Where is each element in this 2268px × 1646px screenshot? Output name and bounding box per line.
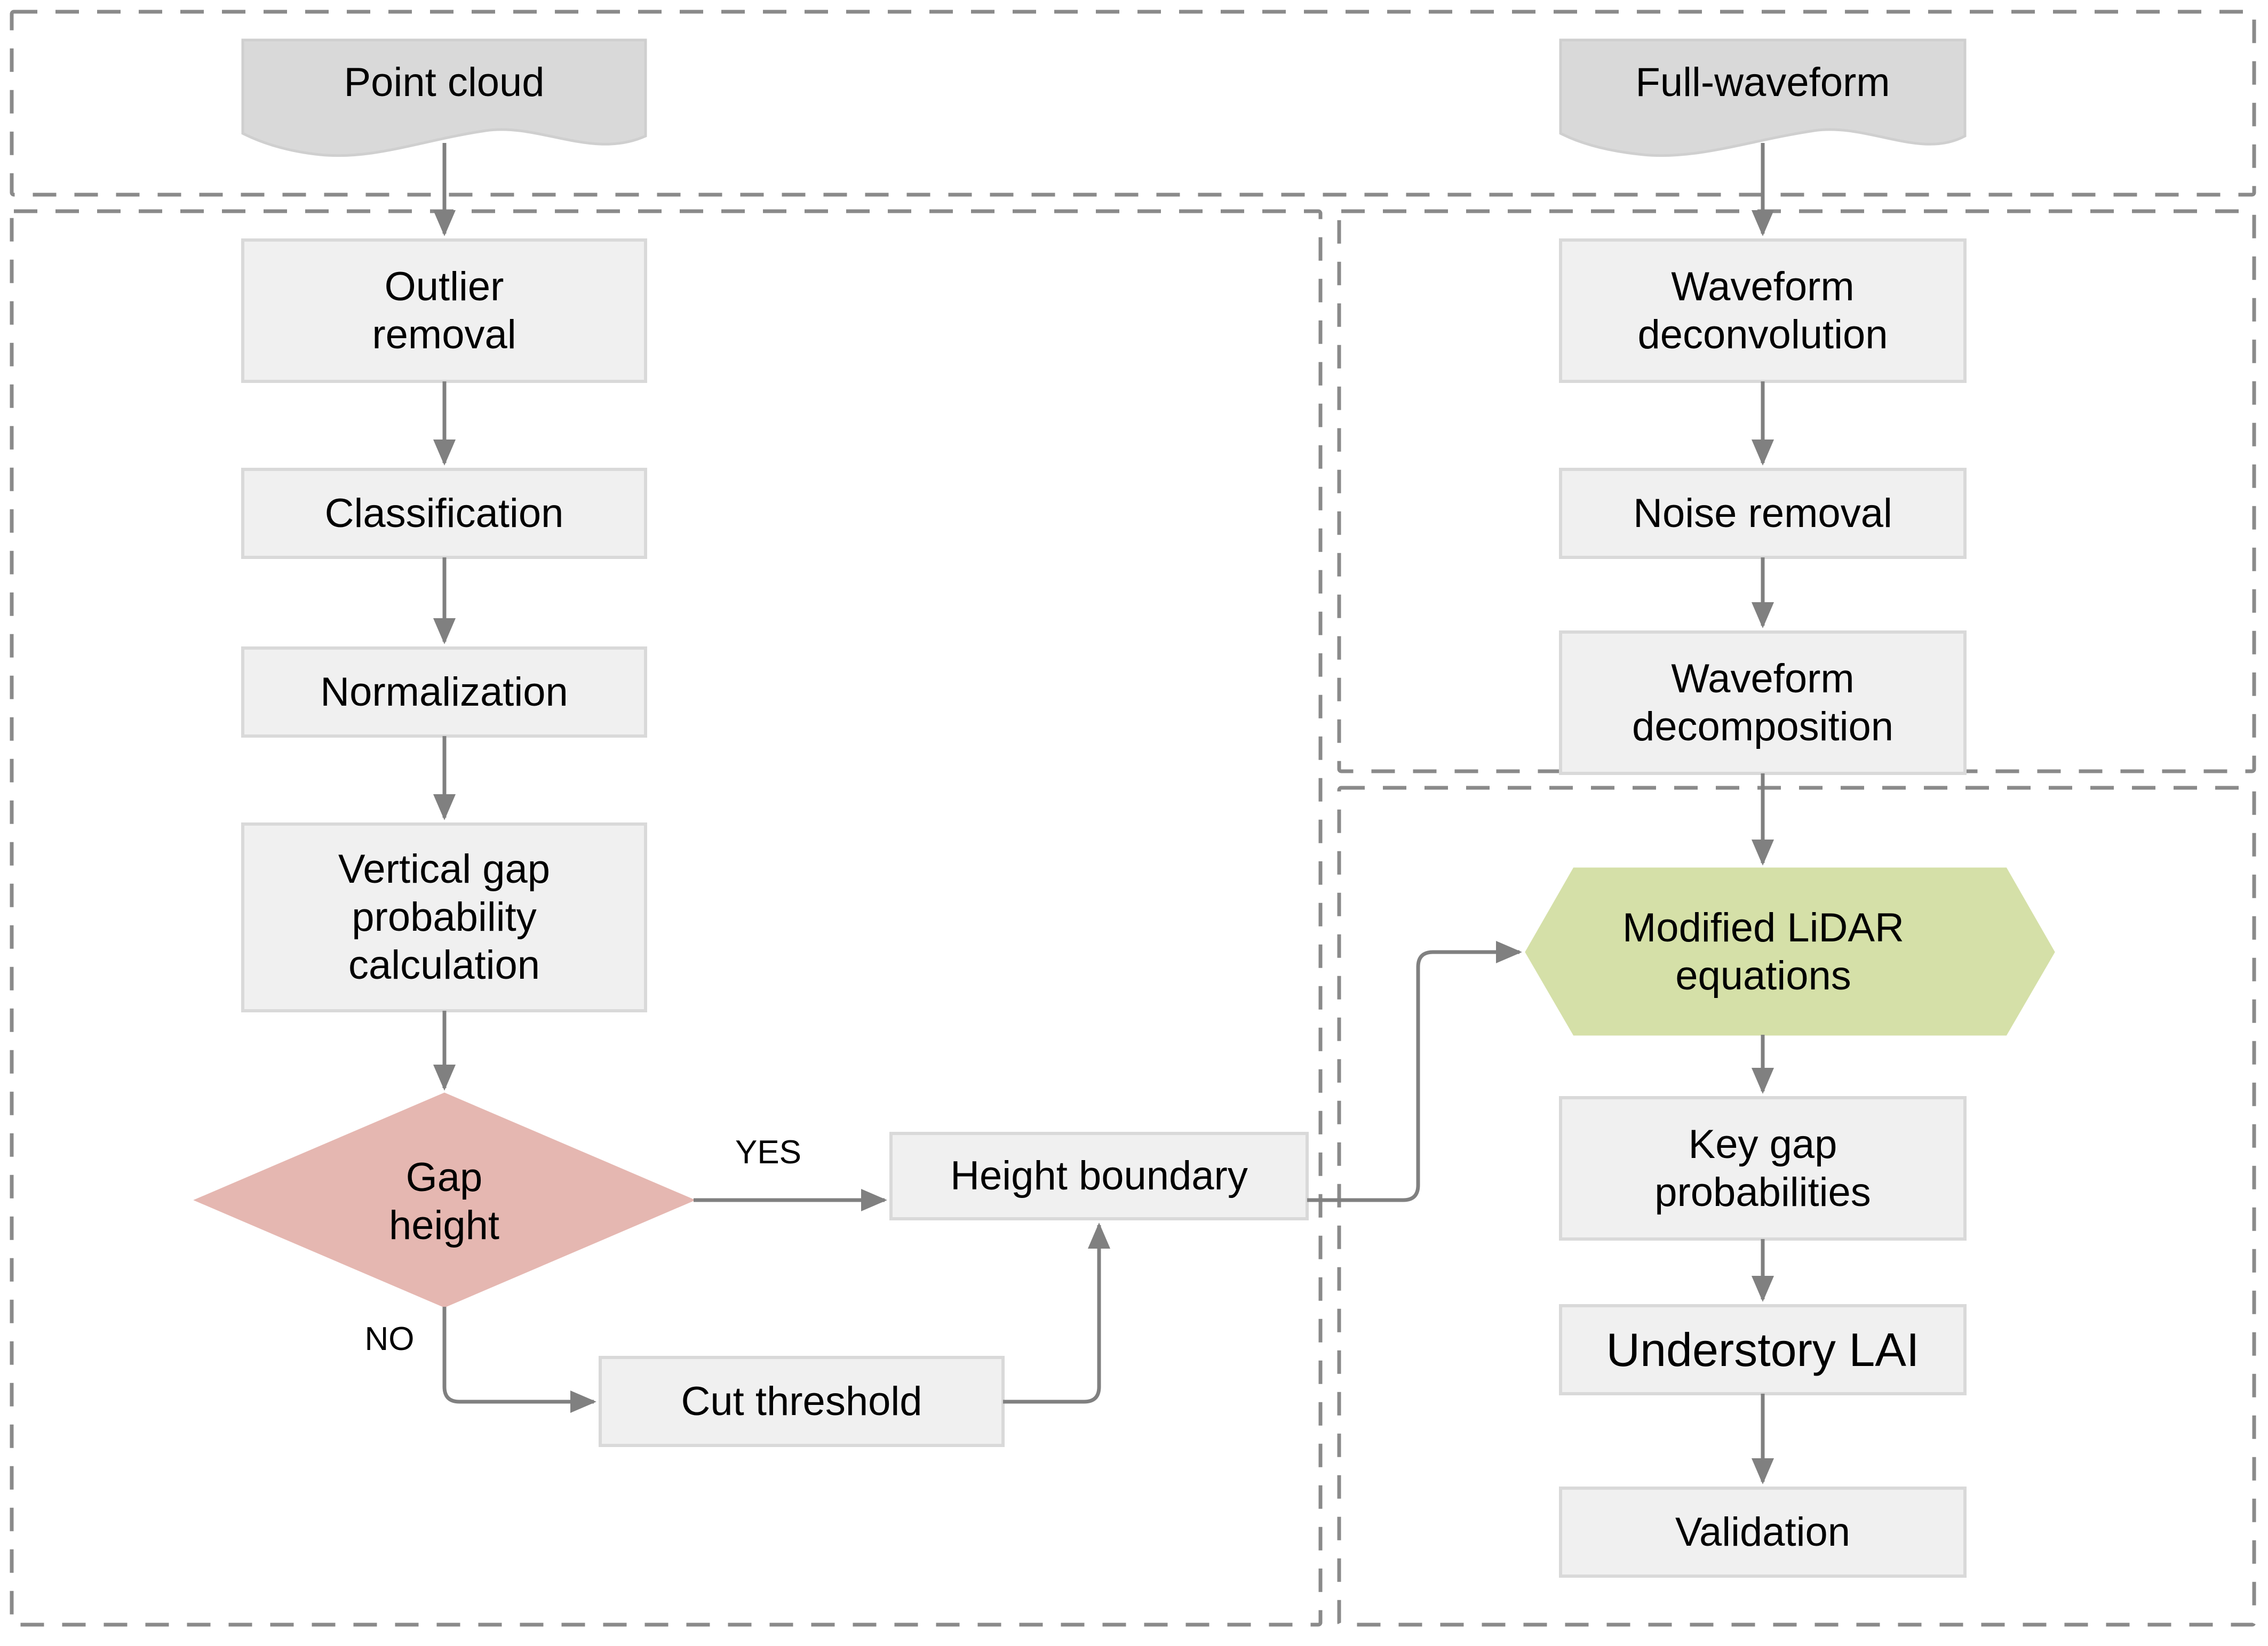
node-classification[interactable] [243,469,646,557]
node-validation[interactable] [1561,1488,1965,1576]
node-key-gap-probabilities[interactable] [1561,1098,1965,1239]
edge-height-boundary-to-modified-lidar-equations [1307,940,1522,1202]
edge-cut-threshold-to-height-boundary [1003,1222,1111,1404]
node-gap-height-decision[interactable] [195,1093,694,1307]
point-cloud-shape [241,38,647,157]
full-waveform-shape [1559,38,1967,157]
vertical-gap-shape [241,822,647,1012]
node-full-waveform[interactable] [1561,40,1965,155]
node-outlier-removal[interactable] [243,240,646,381]
waveform-decomposition-shape [1559,630,1967,775]
node-cut-threshold[interactable] [600,1357,1003,1445]
understory-lai-shape [1559,1304,1967,1395]
panel-data-sources [10,10,2256,197]
edge-label-no: NO [364,1320,415,1357]
modified-lidar-equations-shape [1525,867,2055,1036]
node-waveform-deconvolution[interactable] [1561,240,1965,381]
outlier-removal-shape [241,238,647,383]
key-gap-probabilities-shape [1559,1096,1967,1241]
edge-gap-height-no-to-cut-threshold [442,1307,596,1413]
validation-shape [1559,1487,1967,1578]
node-point-cloud[interactable] [243,40,646,155]
node-noise-removal[interactable] [1561,469,1965,557]
edge-label-yes: YES [735,1133,802,1171]
panel-lai-retrieval [1337,786,2256,1627]
cut-threshold-shape [599,1356,1005,1447]
height-boundary-shape [889,1132,1309,1220]
node-vertical-gap-probability-calculation[interactable] [243,824,646,1011]
node-modified-lidar-equations[interactable] [1526,868,2054,1035]
panel-point-cloud-processing [10,209,1323,1627]
node-height-boundary[interactable] [891,1133,1307,1219]
normalization-shape [241,646,647,738]
node-normalization[interactable] [243,648,646,736]
node-waveform-decomposition[interactable] [1561,632,1965,773]
node-understory-lai[interactable] [1561,1306,1965,1394]
